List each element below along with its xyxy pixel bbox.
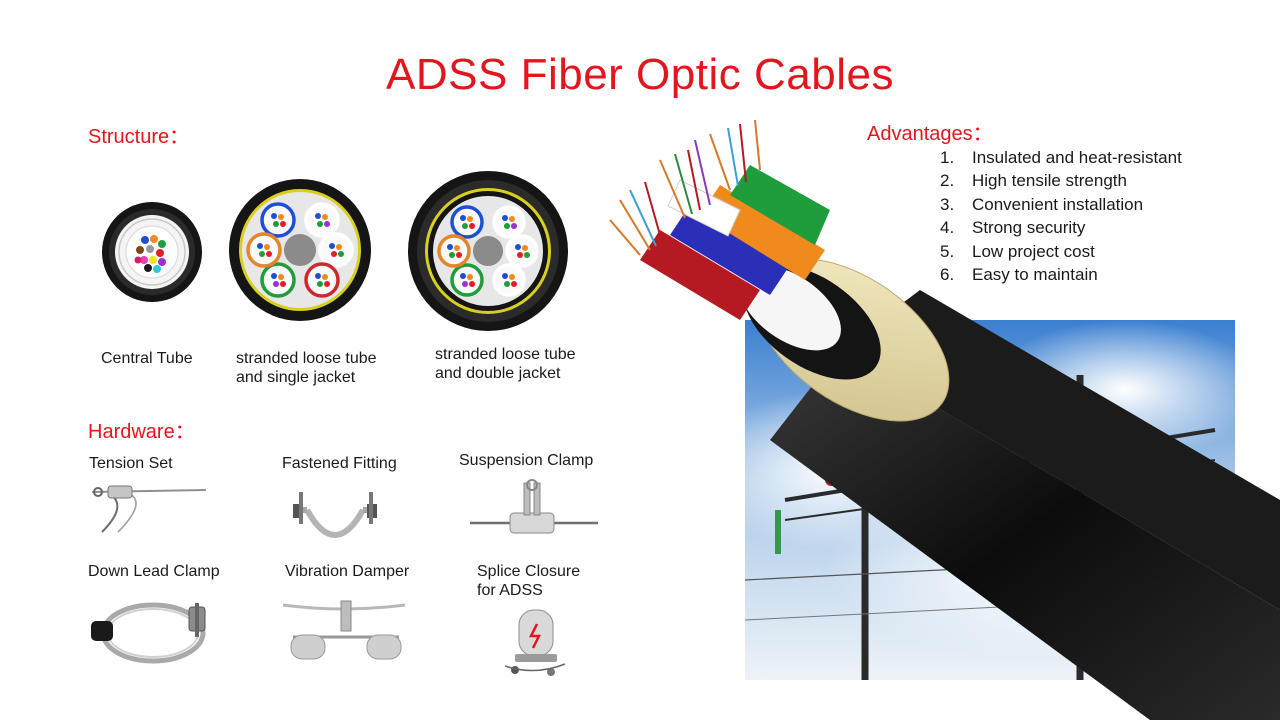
double-jacket-label-line1: stranded loose tube bbox=[435, 346, 576, 363]
single-jacket-label-line2: and single jacket bbox=[236, 369, 356, 386]
suspension-clamp-icon bbox=[470, 479, 598, 534]
splice-closure-label-line1: Splice Closure bbox=[477, 563, 581, 580]
fastened-fitting-label: Fastened Fitting bbox=[282, 455, 397, 472]
list-item: 1. Insulated and heat-resistant bbox=[940, 146, 1182, 169]
page-title: ADSS Fiber Optic Cables bbox=[386, 50, 894, 99]
structure-heading: Structure： bbox=[88, 126, 190, 148]
list-item-text: Insulated and heat-resistant bbox=[972, 148, 1182, 167]
list-item: 2. High tensile strength bbox=[940, 169, 1182, 192]
splice-closure-icon bbox=[505, 609, 566, 676]
advantages-heading: Advantages： bbox=[867, 123, 993, 145]
single-jacket-label-line1: stranded loose tube bbox=[236, 350, 377, 367]
double-jacket-cross-section bbox=[408, 171, 568, 331]
central-tube-cross-section bbox=[102, 202, 202, 302]
advantages-list: 1. Insulated and heat-resistant 2. High te… bbox=[940, 146, 1182, 286]
vibration-damper-label: Vibration Damper bbox=[285, 563, 410, 580]
double-jacket-label-line2: and double jacket bbox=[435, 365, 561, 382]
double-jacket-label: stranded loose tube and double jacket bbox=[435, 345, 576, 383]
list-item-number: 6. bbox=[940, 265, 955, 285]
tension-set-icon bbox=[91, 485, 207, 533]
single-jacket-cross-section bbox=[229, 179, 371, 321]
vibration-damper-icon bbox=[283, 600, 406, 660]
hardware-heading: Hardware： bbox=[88, 421, 195, 443]
fastened-fitting-icon bbox=[293, 492, 377, 538]
single-jacket-label: stranded loose tube and single jacket bbox=[236, 349, 377, 387]
list-item-text: Low project cost bbox=[972, 241, 1095, 261]
splice-closure-label: Splice Closure for ADSS bbox=[477, 562, 580, 600]
list-item: 5. Low project cost bbox=[940, 240, 1182, 263]
list-item-number: 5. bbox=[940, 241, 955, 261]
down-lead-clamp-icon bbox=[91, 602, 206, 664]
list-item-text: Easy to maintain bbox=[972, 265, 1098, 285]
list-item: 4. Strong security bbox=[940, 216, 1182, 239]
list-item-text: Convenient installation bbox=[972, 194, 1144, 214]
suspension-clamp-label: Suspension Clamp bbox=[459, 452, 594, 469]
list-item: 6. Easy to maintain bbox=[940, 263, 1182, 286]
list-item-text: High tensile strength bbox=[972, 171, 1127, 191]
tension-set-label: Tension Set bbox=[89, 455, 173, 472]
down-lead-clamp-label: Down Lead Clamp bbox=[88, 563, 220, 580]
list-item-number: 4. bbox=[940, 218, 955, 238]
list-item: 3. Convenient installation bbox=[940, 193, 1182, 216]
list-item-number: 3. bbox=[940, 194, 955, 214]
list-item-number: 2. bbox=[940, 171, 955, 191]
splice-closure-label-line2: for ADSS bbox=[477, 582, 543, 599]
list-item-text: Strong security bbox=[972, 218, 1086, 238]
central-tube-label: Central Tube bbox=[101, 350, 193, 367]
adss-cable-illustration bbox=[609, 119, 1280, 720]
list-item-number: 1. bbox=[940, 148, 955, 167]
